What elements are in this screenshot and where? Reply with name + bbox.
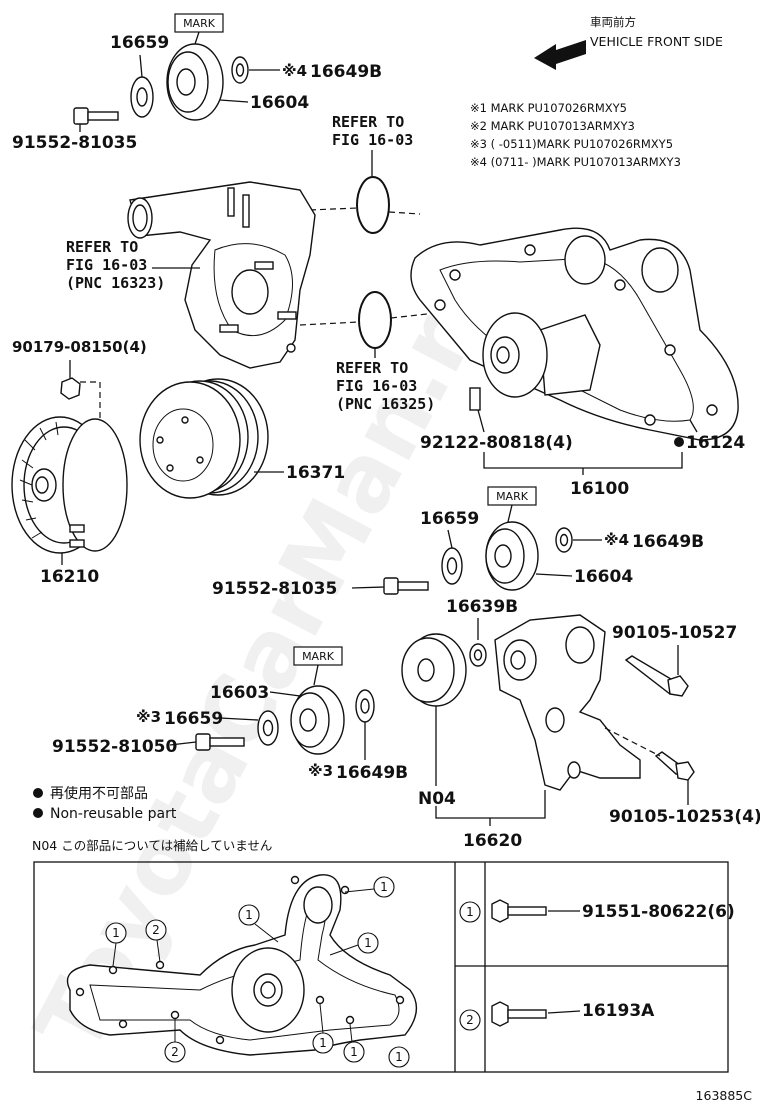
callout-1-e: 1 <box>319 1036 327 1050</box>
label-91551-80622: 91551-80622(6) <box>582 902 735 922</box>
label-16659-mid: 16659 <box>420 509 479 529</box>
bolt-16193a <box>491 1001 547 1027</box>
callout-1-b: 1 <box>245 908 253 922</box>
plate-16659-mid <box>441 547 463 585</box>
refer-left-line3: (PNC 16323) <box>66 274 165 292</box>
bolt-90105-10253 <box>654 751 695 781</box>
label-16659-top: 16659 <box>110 33 169 53</box>
label-16193a: 16193A <box>582 1001 655 1021</box>
label-92122-80818: 92122-80818(4) <box>420 433 573 453</box>
legend-jp: 再使用不可部品 <box>50 785 148 802</box>
label-16620: 16620 <box>463 831 522 851</box>
inset-row1-circle <box>459 901 481 923</box>
label-16371: 16371 <box>286 463 345 483</box>
label-16649b-mid: 16649B <box>632 532 704 552</box>
fan-pulley-16371 <box>139 378 269 499</box>
label-16100: 16100 <box>570 479 629 499</box>
label-16604-top: 16604 <box>250 93 309 113</box>
label-16649b-mid-prefix: ※4 <box>604 531 629 549</box>
idler-pulley-16603 <box>290 685 345 755</box>
legend-en: Non-reusable part <box>50 806 177 822</box>
mark-label-low: MARK <box>302 650 335 663</box>
fan-clutch-16210 <box>11 416 128 554</box>
nut-90179 <box>60 377 81 400</box>
stud-92122-80818 <box>469 387 481 411</box>
label-16659-low-prefix: ※3 <box>136 708 161 726</box>
refer-left-line1: REFER TO <box>66 238 138 256</box>
label-91552-81035-mid: 91552-81035 <box>212 579 337 599</box>
plate-16639b <box>469 643 487 667</box>
refer-top-line1: REFER TO <box>332 113 404 131</box>
label-n04: N04 <box>418 789 456 809</box>
idler-pulley-16604-top <box>166 43 224 121</box>
label-91552-81035-top: 91552-81035 <box>12 133 137 153</box>
note-1: ※1 MARK PU107026RMXY5 <box>470 101 627 115</box>
n04-note: N04 この部品については補給していません <box>32 838 272 853</box>
water-inlet-housing <box>127 181 316 369</box>
plate-16649b-mid <box>555 527 573 553</box>
callout-2-b: 2 <box>171 1045 179 1059</box>
non-reusable-dot-16124 <box>674 437 684 447</box>
label-16649b-low: 16649B <box>336 763 408 783</box>
o-ring-top <box>356 176 390 234</box>
label-16649b-low-prefix: ※3 <box>308 762 333 780</box>
callout-1-a: 1 <box>380 880 388 894</box>
label-16659-low: 16659 <box>164 709 223 729</box>
mark-label-top: MARK <box>183 17 216 30</box>
inset-table <box>33 861 729 1073</box>
label-90105-10527: 90105-10527 <box>612 623 737 643</box>
callout-2-a: 2 <box>152 923 160 937</box>
vehicle-front-arrow-icon <box>534 40 586 70</box>
water-pump-assy-16100 <box>410 227 739 441</box>
legend-dot-jp <box>33 788 43 798</box>
refer-right-line2: FIG 16-03 <box>336 377 417 395</box>
idler-pulley-16604-mid <box>485 521 539 591</box>
plate-16649b-top <box>231 56 249 84</box>
label-90105-10253: 90105-10253(4) <box>609 807 760 827</box>
label-90179-08150: 90179-08150(4) <box>12 338 147 356</box>
inset-water-pump-drawing <box>66 874 418 1056</box>
refer-right-line3: (PNC 16325) <box>336 395 435 413</box>
bolt-91552-81035-mid <box>383 577 429 595</box>
legend-dot-en <box>33 808 43 818</box>
inset-row2-num: 2 <box>466 1013 474 1027</box>
inset-row1-num: 1 <box>466 905 474 919</box>
plate-16649b-low <box>355 689 375 723</box>
label-16210: 16210 <box>40 567 99 587</box>
refer-top-line2: FIG 16-03 <box>332 131 413 149</box>
figure-code: 163885C <box>696 1088 753 1103</box>
plate-16659-low <box>257 710 279 746</box>
inset-callouts: 1 1 1 1 2 2 1 1 1 <box>105 876 410 1068</box>
label-16604-mid: 16604 <box>574 567 633 587</box>
callout-1-c: 1 <box>364 936 372 950</box>
label-91552-81050: 91552-81050 <box>52 737 178 757</box>
refer-right-line1: REFER TO <box>336 359 408 377</box>
bolt-91552-81035-top <box>73 107 119 125</box>
note-3: ※3 ( -0511)MARK PU107026RMXY5 <box>470 137 673 151</box>
bolt-91551-80622 <box>491 899 547 923</box>
label-16649b-top-prefix: ※4 <box>282 62 307 80</box>
tensioner-pulley <box>401 633 467 707</box>
note-4: ※4 (0711- )MARK PU107013ARMXY3 <box>470 155 681 169</box>
v-ribbed-belt-tensioner-16620 <box>494 614 641 791</box>
vehicle-front-en: VEHICLE FRONT SIDE <box>590 34 723 49</box>
plate-16659-top <box>130 76 154 118</box>
label-16649b-top: 16649B <box>310 62 382 82</box>
label-16124: 16124 <box>686 433 745 453</box>
note-2: ※2 MARK PU107013ARMXY3 <box>470 119 635 133</box>
bolt-90105-10527 <box>624 655 689 697</box>
callout-1-d: 1 <box>112 926 120 940</box>
label-16639b: 16639B <box>446 597 518 617</box>
callout-1-f: 1 <box>350 1045 358 1059</box>
mark-label-mid: MARK <box>496 490 529 503</box>
refer-left-line2: FIG 16-03 <box>66 256 147 274</box>
vehicle-front-jp: 車両前方 <box>590 15 636 29</box>
inset-row2-circle <box>459 1009 481 1031</box>
callout-1-g: 1 <box>395 1050 403 1064</box>
label-16603: 16603 <box>210 683 269 703</box>
